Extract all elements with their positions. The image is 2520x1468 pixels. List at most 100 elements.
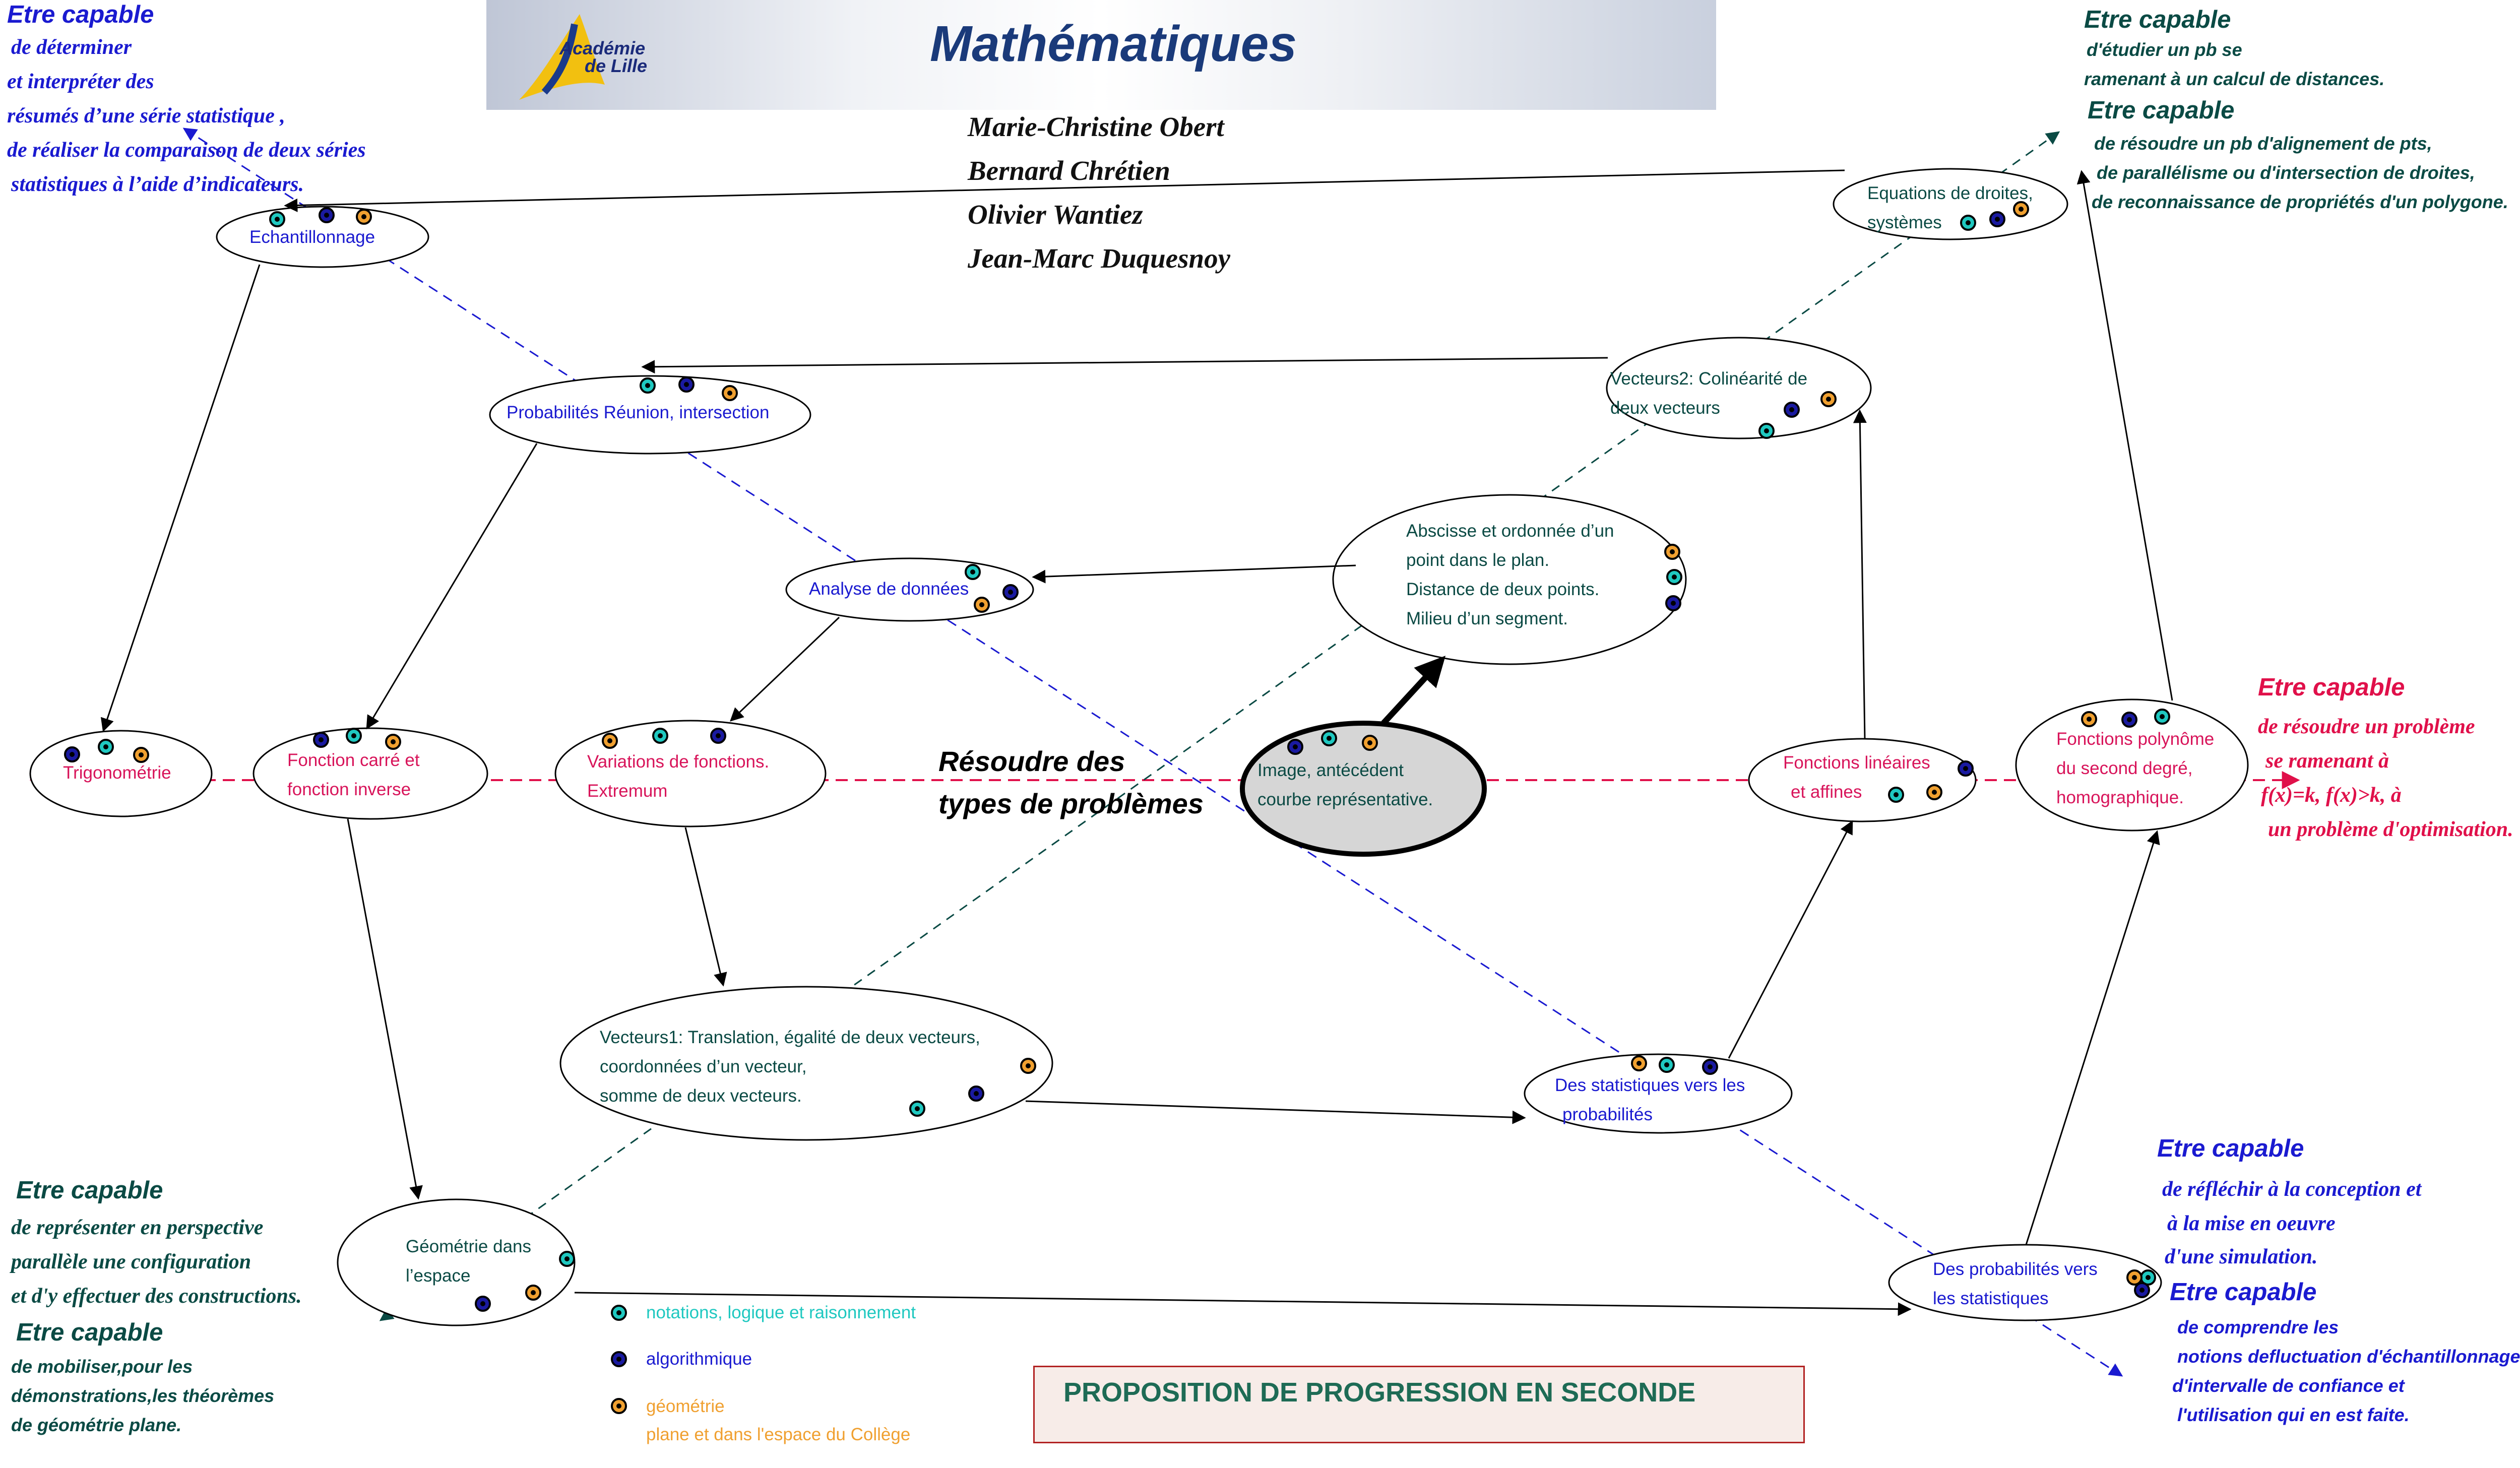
dot-center [915, 1106, 920, 1111]
dot-center [716, 733, 721, 738]
dot-center [2127, 717, 2132, 722]
capable-top-right-1-line: ramenant à un calcul de distances. [2084, 69, 2385, 89]
dot-center [1671, 601, 1676, 606]
arrow-stats-proba-to-fonctions-lineaires [1728, 820, 1853, 1059]
dot-center [1670, 549, 1675, 554]
dot-center [1327, 736, 1332, 741]
arrow-polynome-to-equations [2076, 170, 2173, 701]
capable-right-middle-line: se ramenant à [2265, 749, 2389, 773]
capable-right-middle-line: f(x)=k, f(x)>k, à [2261, 784, 2402, 807]
node-fonction-carre-label-2: fonction inverse [287, 780, 411, 799]
capable-top-left-title: Etre capable [7, 1, 154, 28]
node-vecteurs1-label-2: coordonnées d’un vecteur, [600, 1057, 807, 1076]
dot-center [1636, 1061, 1642, 1066]
center-label-2: types de problèmes [938, 788, 1204, 819]
arrow-echantillonnage-to-trigonometrie [100, 264, 261, 732]
arrow-fonction-carre-to-geometrie [347, 818, 423, 1200]
capable-top-left-line: résumés d’une série statistique , [7, 104, 285, 127]
capable-top-right-1-line: d'étudier un pb se [2087, 39, 2242, 60]
capable-top-right-1-title: Etre capable [2084, 6, 2231, 33]
dot-center [1026, 1063, 1031, 1068]
dot-center [531, 1290, 536, 1295]
node-abscisse-shape [1332, 494, 1687, 665]
dot-center [2160, 714, 2165, 719]
node-stats-proba-label-2: probabilités [1562, 1105, 1653, 1124]
dot-center [103, 744, 108, 749]
arrow-probabilites-to-fonction-carre [366, 443, 538, 730]
capable-bottom-right-2-title: Etre capable [2170, 1279, 2317, 1306]
legend-label-geometrie-2: plane et dans l'espace du Collège [646, 1425, 911, 1444]
dot-center [2087, 717, 2092, 722]
capable-bottom-right-1-line: d'une simulation. [2165, 1245, 2318, 1268]
dot-center [1826, 397, 1831, 402]
node-proba-stats-label-2: les statistiques [1933, 1289, 2049, 1308]
node-fonctions-lineaires-shape [1748, 738, 1977, 822]
dot-center [2019, 207, 2024, 212]
capable-bottom-left-1-line: de représenter en perspective [11, 1216, 264, 1239]
node-variations-shape [554, 720, 827, 827]
dot-center [351, 733, 356, 738]
node-geometrie-label-1: Géométrie dans [406, 1237, 532, 1256]
dot-center [1995, 217, 2000, 222]
node-variations-label-1: Variations de fonctions. [587, 752, 770, 772]
capable-right-middle-line: un problème d'optimisation. [2268, 818, 2513, 841]
arrow-analyse-to-variations [730, 616, 840, 722]
arrow-proba-stats-to-polynome [2025, 830, 2160, 1245]
capable-top-right-2-line: de reconnaissance de propriétés d'un pol… [2092, 192, 2508, 212]
node-abscisse-label-2: point dans le plan. [1406, 550, 1550, 570]
node-fonction-carre-label-1: Fonction carré et [287, 750, 420, 770]
node-equations-label-1: Equations de droites, [1867, 183, 2033, 203]
capable-bottom-left-1-line: et d'y effectuer des constructions. [11, 1285, 302, 1308]
arrow-fonctions-lineaires-to-vecteurs2 [1853, 409, 1867, 739]
capable-top-right-2-title: Etre capable [2088, 97, 2235, 124]
dot-center [1894, 792, 1899, 797]
capable-bottom-left-2-line: de mobiliser,pour les [11, 1356, 193, 1377]
node-equations-label-2: systèmes [1867, 213, 1942, 232]
capable-right-middle-title: Etre capable [2258, 674, 2405, 701]
capable-bottom-right-2-line: d'intervalle de confiance et [2172, 1375, 2405, 1396]
legend-label-algorithmique: algorithmique [646, 1349, 752, 1369]
dot-center [979, 602, 984, 607]
node-vecteurs1-shape [559, 986, 1053, 1141]
capable-top-right-2-line: de parallélisme ou d'intersection de dro… [2097, 162, 2475, 183]
legend-dots [611, 1305, 627, 1414]
arrow-image-to-abscisse [1381, 656, 1446, 726]
logo-text: Académie [559, 38, 645, 58]
capable-bottom-right-2-line: notions defluctuation d'échantillonnage, [2177, 1346, 2520, 1367]
dot-center [361, 214, 366, 219]
dot-center [970, 569, 975, 575]
node-probabilites-label: Probabilités Réunion, intersection [507, 403, 770, 422]
dot-center [1293, 744, 1298, 749]
node-stats-proba-label-1: Des statistiques vers les [1555, 1075, 1745, 1095]
legend-label-geometrie: géométrie [646, 1396, 725, 1416]
dot-center [1708, 1064, 1713, 1069]
logo-text-2: de Lille [585, 55, 647, 76]
dot-center [1789, 407, 1794, 412]
capable-top-left-line: de déterminer [11, 36, 132, 59]
center-label-1: Résoudre des [938, 745, 1125, 777]
dot-center [480, 1301, 485, 1306]
node-fonctions-lineaires-label-1: Fonctions linéaires [1783, 753, 1930, 773]
node-abscisse-label-4: Milieu d’un segment. [1406, 609, 1568, 628]
node-polynome-label-2: du second degré, [2056, 758, 2193, 778]
node-polynome-shape [2015, 698, 2249, 832]
arrow-variations-to-vecteurs1 [684, 827, 727, 987]
node-vecteurs1-label-3: somme de deux vecteurs. [600, 1086, 802, 1106]
dot-center [324, 213, 329, 218]
dot-center [1367, 740, 1372, 745]
dot-center [616, 1403, 621, 1409]
academie-logo: Académie de Lille [519, 14, 647, 100]
dot-center [1672, 575, 1677, 580]
skill-dots [64, 201, 2170, 1312]
capable-bottom-right-2-line: de comprendre les [2177, 1317, 2339, 1337]
node-geometrie-label-2: l’espace [406, 1266, 471, 1286]
node-stats-proba-shape [1524, 1053, 1793, 1134]
node-proba-stats-label-1: Des probabilités vers [1933, 1259, 2098, 1279]
capable-bottom-left-1-line: parallèle une configuration [11, 1250, 251, 1273]
dot-center [727, 391, 732, 396]
dot-center [319, 737, 324, 742]
node-fonctions-lineaires-label-2: et affines [1791, 782, 1862, 802]
dot-center [2132, 1275, 2137, 1280]
